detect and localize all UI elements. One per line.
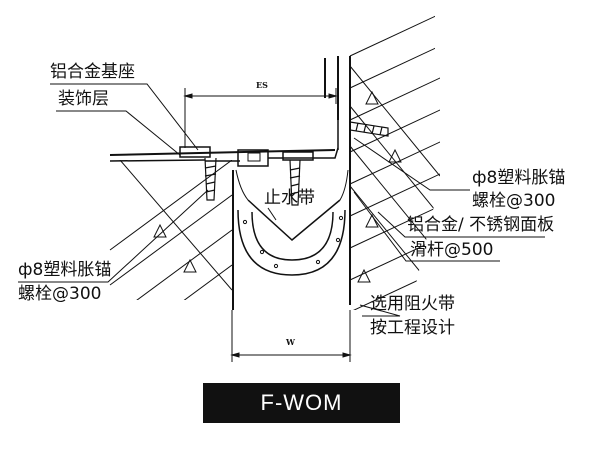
label-fire-band-1: 选用阻火带 xyxy=(370,294,455,314)
left-wall xyxy=(109,160,234,310)
label-slide-bar: 滑杆@500 xyxy=(410,240,494,260)
label-bolt-left-1: ф8塑料胀锚 xyxy=(18,260,112,280)
model-title: F-WOM xyxy=(260,390,343,415)
dimension-lines xyxy=(183,88,352,362)
dimension-es-label: ES xyxy=(256,80,268,90)
dimension-w-label: W xyxy=(286,337,295,347)
right-wall xyxy=(324,0,440,310)
label-panel: 铝合金/ 不锈钢面板 xyxy=(407,215,555,235)
anchor-bolts xyxy=(204,121,389,206)
title-bar: F-WOM xyxy=(203,383,400,423)
label-fire-band-2: 按工程设计 xyxy=(370,318,455,338)
waterstop-band xyxy=(235,169,349,276)
label-alu-base: 铝合金基座 xyxy=(50,62,135,82)
leader-lines xyxy=(18,83,545,317)
label-bolt-left-2: 螺栓@300 xyxy=(18,284,102,304)
label-waterstop: 止水带 xyxy=(264,188,315,208)
label-bolt-right-1: ф8塑料胀锚 xyxy=(472,168,566,188)
label-bolt-right-2: 螺栓@300 xyxy=(472,191,556,211)
label-decor-layer: 装饰层 xyxy=(58,89,109,109)
cover-plate-assembly xyxy=(109,146,339,167)
